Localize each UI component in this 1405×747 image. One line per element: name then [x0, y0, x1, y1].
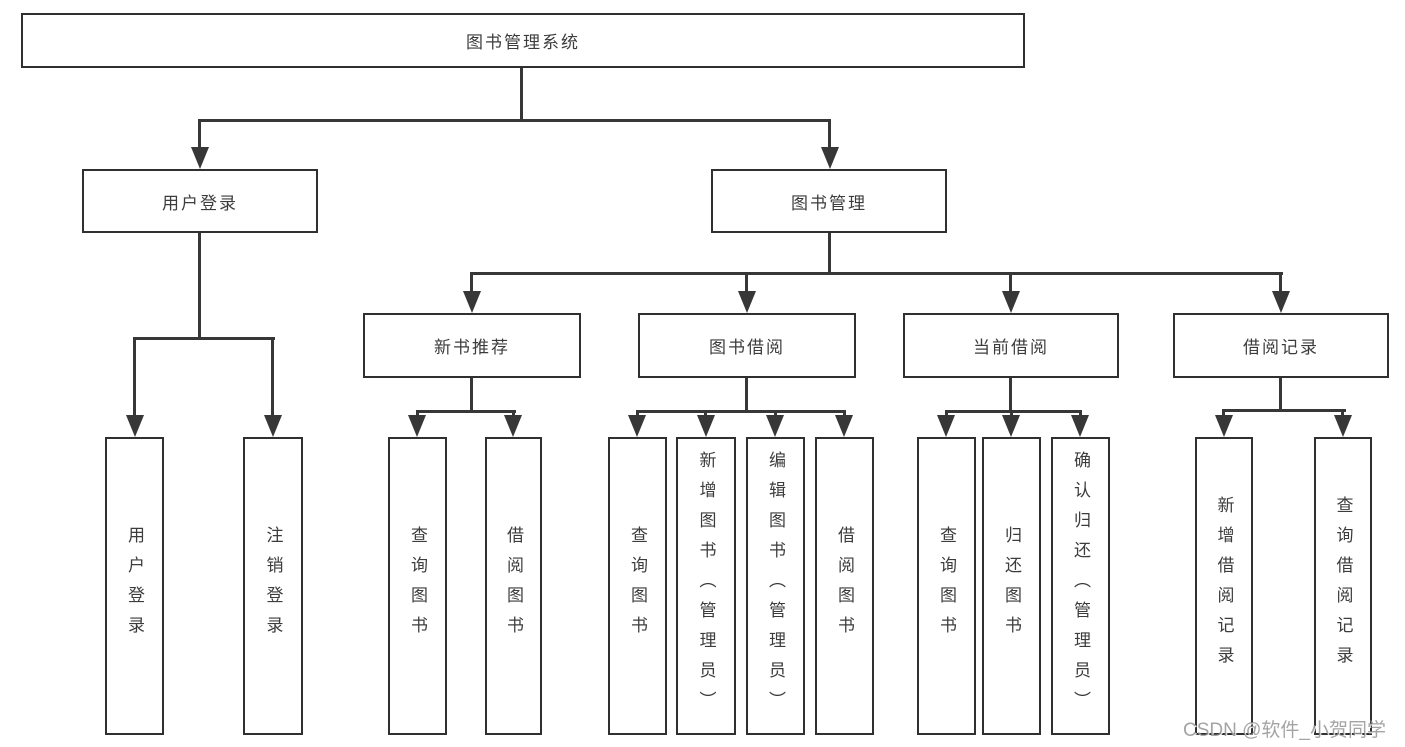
connector-records-stem — [1279, 376, 1282, 412]
connector-bookmgmt-stem — [828, 232, 831, 275]
connector-drop-line — [512, 410, 515, 417]
csdn-watermark: CSDN @软件_小贺同学 — [1183, 720, 1386, 741]
connector-drop-line — [1279, 272, 1282, 293]
connector-drop-line — [774, 410, 777, 417]
leaf-label: 查询图书 — [937, 526, 956, 646]
node-book-management: 图书管理 — [711, 169, 947, 233]
arrowhead-down-icon — [408, 415, 426, 437]
node-label: 新书推荐 — [434, 338, 510, 357]
leaf-records-query-record: 查询借阅记录 — [1314, 437, 1372, 735]
arrowhead-down-icon — [463, 291, 481, 313]
connector-drop-line — [198, 119, 201, 149]
connector-drop-line — [745, 272, 748, 293]
leaf-label: 借阅图书 — [835, 526, 854, 646]
arrowhead-down-icon — [191, 147, 209, 169]
connector-drop-line — [1341, 409, 1344, 417]
leaf-borrow-edit-book-admin: 编辑图书（管理员） — [746, 437, 805, 735]
leaf-label: 查询图书 — [408, 526, 427, 646]
leaf-label: 确认归还（管理员） — [1071, 451, 1090, 721]
arrowhead-down-icon — [1334, 415, 1352, 437]
connector-userlogin-stem — [198, 232, 201, 339]
connector-drop-line — [636, 410, 639, 417]
connector-newbook-rail — [416, 410, 516, 413]
leaf-borrow-query-books: 查询图书 — [608, 437, 667, 735]
connector-root-rail — [198, 119, 831, 122]
arrowhead-down-icon — [1002, 291, 1020, 313]
connector-root-stem — [520, 67, 523, 121]
arrowhead-down-icon — [1215, 415, 1233, 437]
connector-userlogin-rail — [133, 337, 275, 340]
leaf-newbook-query-books: 查询图书 — [388, 437, 447, 735]
node-label: 用户登录 — [162, 193, 238, 213]
node-borrowing-records: 借阅记录 — [1173, 313, 1389, 378]
arrowhead-down-icon — [1002, 415, 1020, 437]
connector-current-stem — [1009, 376, 1012, 413]
connector-records-rail — [1222, 409, 1346, 412]
leaf-records-add-record: 新增借阅记录 — [1195, 437, 1253, 735]
arrowhead-down-icon — [1272, 291, 1290, 313]
node-label: 借阅记录 — [1243, 338, 1319, 357]
connector-drop-line — [1079, 410, 1082, 417]
node-user-login-branch: 用户登录 — [82, 169, 318, 233]
node-root-label: 图书管理系统 — [466, 33, 580, 52]
arrowhead-down-icon — [738, 291, 756, 313]
leaf-label: 归还图书 — [1002, 526, 1021, 646]
arrowhead-down-icon — [1071, 415, 1089, 437]
connector-current-rail — [945, 410, 1082, 413]
node-current-borrowing: 当前借阅 — [903, 313, 1119, 378]
connector-drop-line — [843, 410, 846, 417]
leaf-label: 编辑图书（管理员） — [766, 451, 785, 721]
leaf-borrow-borrow-books: 借阅图书 — [815, 437, 874, 735]
node-label: 图书借阅 — [709, 338, 785, 357]
connector-drop-line — [945, 410, 948, 417]
connector-drop-line — [416, 410, 419, 417]
arrowhead-down-icon — [126, 415, 144, 437]
arrowhead-down-icon — [697, 415, 715, 437]
leaf-label: 借阅图书 — [504, 526, 523, 646]
connector-newbook-stem — [470, 376, 473, 413]
leaf-logout: 注销登录 — [243, 437, 303, 735]
leaf-label: 注销登录 — [263, 526, 283, 646]
node-new-book-recommend: 新书推荐 — [363, 313, 581, 378]
leaf-user-login: 用户登录 — [105, 437, 164, 735]
node-root: 图书管理系统 — [21, 13, 1025, 68]
connector-drop-line — [828, 119, 831, 149]
leaf-borrow-add-book-admin: 新增图书（管理员） — [676, 437, 736, 735]
connector-drop-line — [1009, 272, 1012, 293]
leaf-label: 查询图书 — [628, 526, 647, 646]
arrowhead-down-icon — [937, 415, 955, 437]
node-label: 当前借阅 — [973, 338, 1049, 357]
connector-borrow-rail — [636, 410, 846, 413]
node-book-borrowing: 图书借阅 — [638, 313, 856, 378]
node-label: 图书管理 — [791, 193, 867, 213]
arrowhead-down-icon — [835, 415, 853, 437]
arrowhead-down-icon — [504, 415, 522, 437]
leaf-current-confirm-return-admin: 确认归还（管理员） — [1051, 437, 1110, 735]
leaf-current-return-books: 归还图书 — [982, 437, 1041, 735]
leaf-current-query-books: 查询图书 — [917, 437, 976, 735]
connector-drop-line — [271, 337, 274, 417]
arrowhead-down-icon — [766, 415, 784, 437]
connector-borrow-stem — [745, 376, 748, 413]
arrowhead-down-icon — [821, 147, 839, 169]
connector-drop-line — [1222, 409, 1225, 417]
leaf-newbook-borrow-books: 借阅图书 — [485, 437, 542, 735]
connector-bookmgmt-rail — [470, 272, 1283, 275]
arrowhead-down-icon — [628, 415, 646, 437]
leaf-label: 新增图书（管理员） — [696, 451, 716, 721]
connector-drop-line — [470, 272, 473, 293]
arrowhead-down-icon — [264, 415, 282, 437]
leaf-label: 查询借阅记录 — [1333, 496, 1353, 676]
connector-drop-line — [704, 410, 707, 417]
connector-drop-line — [133, 337, 136, 417]
leaf-label: 用户登录 — [125, 526, 144, 646]
connector-drop-line — [1010, 410, 1013, 417]
leaf-label: 新增借阅记录 — [1214, 496, 1234, 676]
